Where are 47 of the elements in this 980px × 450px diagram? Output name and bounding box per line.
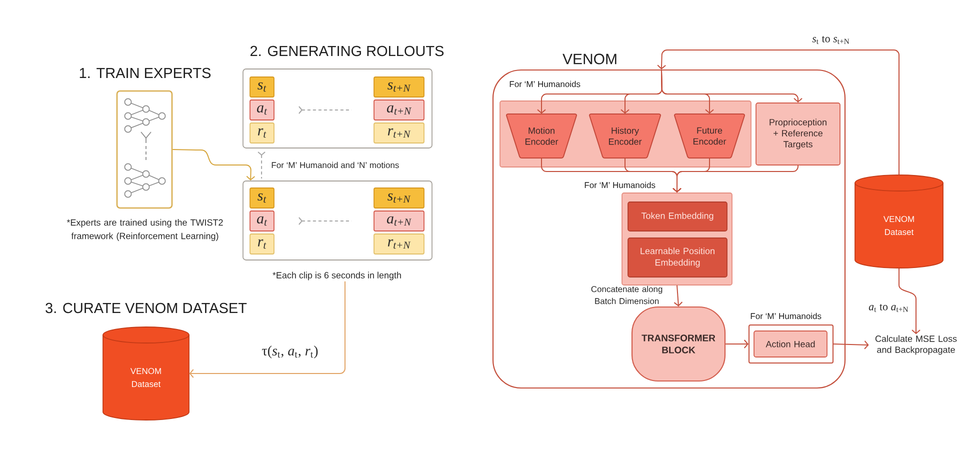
variable-cell: a$_{t}$ (250, 100, 274, 120)
variable-cell: r$_{t}$ (250, 234, 274, 254)
database-cylinder: VENOM Dataset (854, 174, 944, 268)
edge-label: τ(s$_{t}$, a$_{t}$, r$_{t}$) (262, 346, 318, 358)
variable-cell: r$_{t}$ (250, 122, 274, 144)
section-heading: 3. CURATE VENOM DATASET (46, 302, 247, 314)
edge-label: For ‘M’ Humanoid and ‘N’ motions (272, 162, 399, 168)
arrow (833, 340, 869, 350)
group-label: For ‘M’ Humanoids (750, 312, 822, 320)
edge-label: s$_{t}$ to s$_{t+N}$ (812, 36, 850, 44)
variable-cell: r$_{t+N}$ (374, 234, 424, 254)
process-box: Learnable Position Embedding (628, 238, 728, 278)
encoder-trapezoid: Motion Encoder (506, 114, 577, 158)
note-text: *Experts are trained using the TWIST2 framework (Reinforcement Learning) (66, 219, 223, 241)
step-text: Calculate MSE Loss and Backpropagate (875, 335, 957, 355)
dashed-connector (258, 151, 266, 180)
edge-label: a$_{t}$ to a$_{t+N}$ (868, 304, 908, 312)
process-box: Proprioception + Reference Targets (756, 102, 840, 166)
process-box: Action Head (754, 330, 828, 358)
variable-cell: a$_{t+N}$ (374, 210, 424, 232)
group-label: For ‘M’ Humanoids (584, 182, 656, 188)
arrow (657, 50, 900, 176)
process-box: Token Embedding (628, 202, 728, 232)
rounded-block: TRANSFORMER BLOCK (631, 306, 726, 382)
arrow (172, 149, 256, 181)
variable-cell: a$_{t}$ (250, 210, 274, 232)
database-cylinder: VENOM Dataset (102, 326, 190, 420)
edge-label: Concatenate along Batch Dimension (591, 286, 662, 304)
arrow (660, 68, 802, 103)
variable-cell: a$_{t+N}$ (374, 100, 424, 120)
encoder-trapezoid: History Encoder (589, 114, 661, 158)
section-heading: 1. TRAIN EXPERTS (80, 68, 211, 78)
note-text: *Each clip is 6 seconds in length (272, 272, 401, 280)
arrow (189, 280, 346, 378)
variable-cell: r$_{t+N}$ (374, 122, 424, 144)
encoder-trapezoid: Future Encoder (674, 114, 745, 158)
variable-cell: s$_{t}$ (250, 188, 274, 208)
variable-cell: s$_{t+N}$ (374, 76, 424, 98)
arrow (672, 164, 798, 193)
arrow (898, 268, 920, 334)
section-heading: VENOM (562, 54, 616, 64)
variable-cell: s$_{t}$ (250, 76, 274, 98)
group-label: For ‘M’ Humanoids (510, 80, 580, 88)
variable-cell: s$_{t+N}$ (374, 188, 424, 208)
arrow (674, 284, 683, 306)
arrow (725, 340, 748, 348)
section-heading: 2. GENERATING ROLLOUTS (250, 46, 444, 56)
